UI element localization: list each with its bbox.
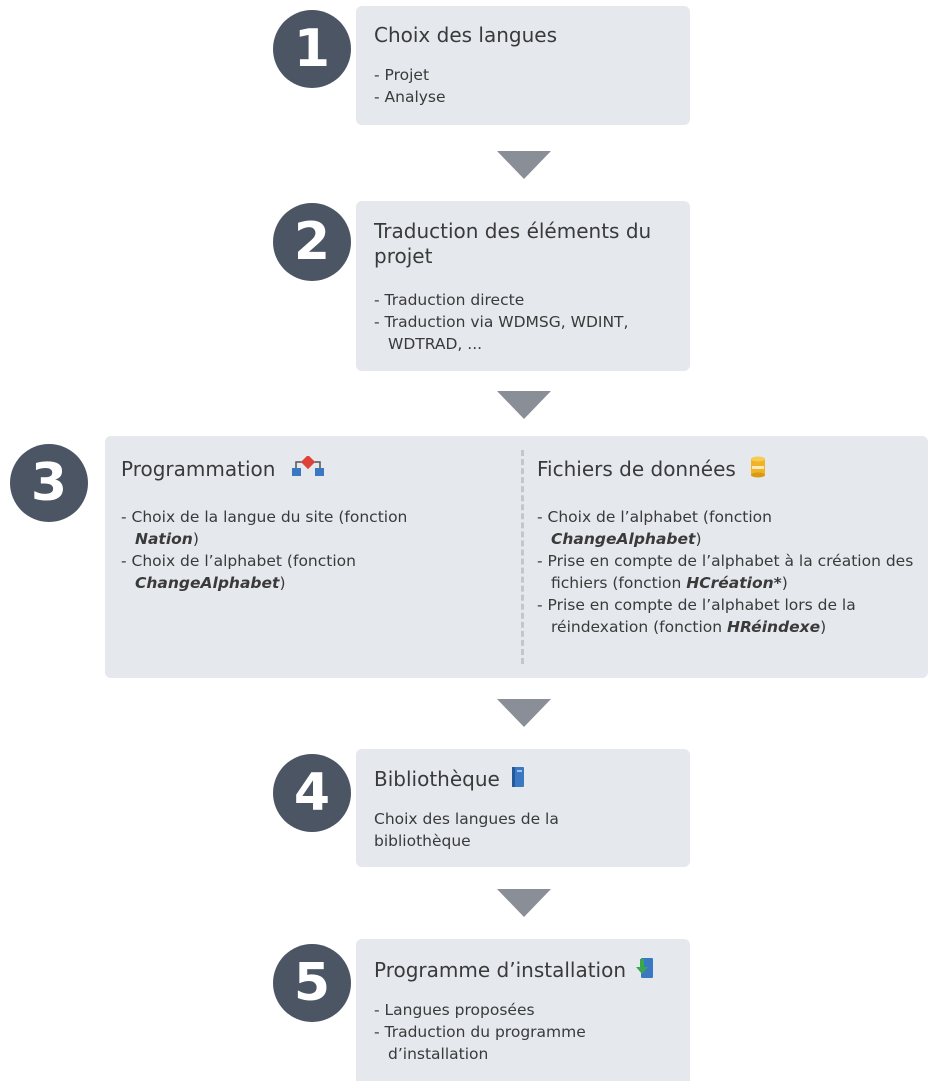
- list-item: - Traduction directe: [374, 291, 525, 309]
- step-4-box: Bibliothèque Choix des langues de la bib…: [356, 749, 690, 867]
- step-3-left-column: Programmation - Choix de la langue du si…: [121, 454, 511, 594]
- step-2-box: Traduction des éléments du projet - Trad…: [356, 201, 690, 371]
- step-3-left-title: Programmation: [121, 456, 276, 481]
- step-2-number-badge: 2: [273, 203, 351, 281]
- step-5-items: - Langues proposées - Traduction du prog…: [374, 999, 672, 1065]
- step-3-number-badge: 3: [10, 444, 88, 522]
- list-item: - Choix de la langue du site (fonction N…: [121, 508, 408, 548]
- column-divider: [521, 450, 524, 664]
- step-2-title: Traduction des éléments du projet: [374, 219, 652, 268]
- step-3-right-items: - Choix de l’alphabet (fonction ChangeAl…: [537, 506, 925, 638]
- down-arrow-2: [497, 391, 551, 419]
- step-2-items: - Traduction directe - Traduction via WD…: [374, 289, 672, 355]
- list-item: - Traduction via WDMSG, WDINT, WDTRAD, .…: [374, 313, 629, 353]
- step-1-title: Choix des langues: [374, 23, 557, 47]
- step-4-text: Choix des langues de la bibliothèque: [374, 810, 559, 850]
- list-item: - Prise en compte de l’alphabet à la cré…: [537, 552, 914, 592]
- install-download-icon: [636, 957, 654, 983]
- hierarchy-icon: [291, 454, 325, 482]
- step-1-number-badge: 1: [273, 10, 351, 88]
- step-1-items: - Projet - Analyse: [374, 64, 672, 108]
- down-arrow-3: [497, 699, 551, 727]
- step-3-right-column: Fichiers de données - Choix de l’alphabe…: [537, 456, 925, 638]
- list-item: - Analyse: [374, 88, 446, 106]
- step-5-box: Programme d’installation - Langues propo…: [356, 939, 690, 1081]
- step-4-title: Bibliothèque: [374, 766, 500, 791]
- step-1-box: Choix des langues - Projet - Analyse: [356, 6, 690, 125]
- step-4-number-badge: 4: [273, 754, 351, 832]
- list-item: - Projet: [374, 66, 430, 84]
- step-5-title: Programme d’installation: [374, 957, 627, 982]
- step-3-box: Programmation - Choix de la langue du si…: [105, 436, 928, 678]
- list-item: - Choix de l’alphabet (fonction ChangeAl…: [121, 552, 356, 592]
- list-item: - Langues proposées: [374, 1001, 535, 1019]
- list-item: - Choix de l’alphabet (fonction ChangeAl…: [537, 508, 772, 548]
- down-arrow-4: [497, 889, 551, 917]
- database-icon: [750, 456, 766, 482]
- step-3-left-items: - Choix de la langue du site (fonction N…: [121, 506, 511, 594]
- step-5-number-badge: 5: [273, 944, 351, 1022]
- list-item: - Prise en compte de l’alphabet lors de …: [537, 596, 856, 636]
- down-arrow-1: [497, 151, 551, 179]
- list-item: - Traduction du programme d’installation: [374, 1023, 586, 1063]
- step-3-right-title: Fichiers de données: [537, 456, 736, 481]
- book-icon: [510, 766, 526, 792]
